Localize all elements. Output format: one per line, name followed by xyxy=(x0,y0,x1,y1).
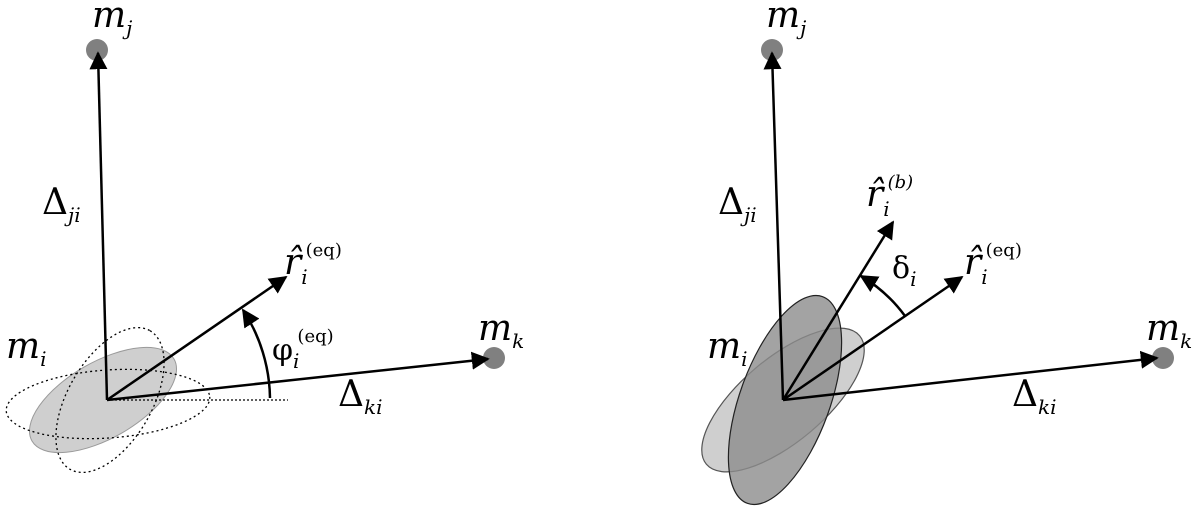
left-panel: mj mk mi Δji Δki r̂i(eq) φi(eq) xyxy=(5,0,524,474)
left-label-mk: mk xyxy=(478,308,524,353)
right-label-mi: mi xyxy=(707,326,748,371)
right-vector-delta-ji xyxy=(763,51,785,401)
right-label-delta: δi xyxy=(892,251,916,291)
right-angle-arc-delta xyxy=(859,274,907,317)
left-angle-arc-phi xyxy=(241,308,272,399)
left-label-delta-ji: Δji xyxy=(42,182,81,227)
left-vector-delta-ji xyxy=(89,51,109,401)
left-vector-delta-ki xyxy=(106,351,490,402)
right-vector-r-hat-eq xyxy=(782,275,964,402)
right-label-r-hat-eq: r̂i(eq) xyxy=(964,240,1022,289)
right-label-delta-ki: Δki xyxy=(1012,374,1057,419)
left-ellipse-dotted-tilted xyxy=(55,326,165,474)
left-ellipse-body xyxy=(28,346,178,454)
left-label-delta-ki: Δki xyxy=(338,374,383,419)
left-label-mj: mj xyxy=(92,0,132,40)
right-label-mj: mj xyxy=(766,0,806,40)
left-label-phi: φi(eq) xyxy=(272,326,334,373)
left-label-mi: mi xyxy=(6,326,47,371)
right-vector-r-hat-b xyxy=(781,220,895,401)
right-label-delta-ji: Δji xyxy=(718,182,757,227)
left-label-r-hat-eq: r̂i(eq) xyxy=(284,240,342,289)
right-panel: mj mk mi Δji Δki r̂i(b) r̂i(eq) δi xyxy=(701,0,1192,506)
right-label-r-hat-b: r̂i(b) xyxy=(866,172,913,221)
right-label-mk: mk xyxy=(1146,308,1192,353)
right-vector-delta-ki xyxy=(782,350,1159,402)
left-vector-r-hat-eq xyxy=(106,275,288,402)
